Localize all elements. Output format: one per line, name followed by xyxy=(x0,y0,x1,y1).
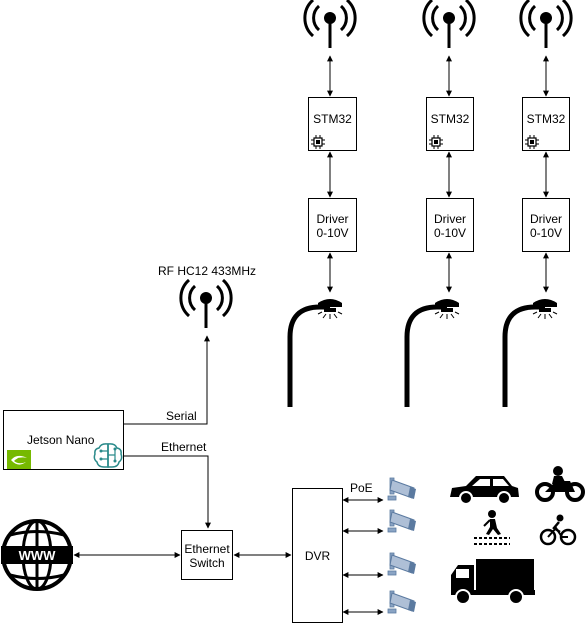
antenna-icon xyxy=(179,278,233,330)
stm32-node: STM32 xyxy=(308,97,357,151)
cctv-camera-icon xyxy=(387,509,417,533)
dvr-label: DVR xyxy=(304,549,331,563)
dvr-box: DVR xyxy=(292,488,343,623)
cctv-camera-icon xyxy=(387,552,417,576)
driver-range: 0-10V xyxy=(316,226,349,240)
driver-label: Driver xyxy=(530,212,562,226)
street-lamp-icon xyxy=(407,299,459,407)
chip-icon xyxy=(525,135,539,149)
motorcycle-icon xyxy=(535,466,585,502)
driver-node: Driver 0-10V xyxy=(426,198,474,252)
driver-range: 0-10V xyxy=(529,226,563,240)
antenna-icon xyxy=(422,0,476,50)
connector-serial xyxy=(124,335,210,425)
bicycle-icon xyxy=(539,514,577,546)
ethernet-switch-box: Ethernet Switch xyxy=(181,530,233,580)
antenna-icon xyxy=(519,0,573,50)
truck-icon xyxy=(451,559,535,605)
www-label: WWW xyxy=(19,548,57,563)
driver-range: 0-10V xyxy=(433,226,467,240)
driver-label: Driver xyxy=(316,212,349,226)
switch-label-line1: Ethernet xyxy=(184,542,230,556)
stm32-label: STM32 xyxy=(430,112,470,126)
nvidia-logo-icon xyxy=(7,450,31,469)
chip-icon xyxy=(429,135,443,149)
car-icon xyxy=(450,476,519,505)
antenna-icon xyxy=(303,0,357,50)
poe-label: PoE xyxy=(350,481,373,495)
ai-brain-icon xyxy=(93,443,123,468)
switch-label-line2: Switch xyxy=(189,556,225,570)
cctv-camera-icon xyxy=(387,477,417,501)
pedestrian-icon xyxy=(474,510,510,545)
ethernet-label: Ethernet xyxy=(161,440,207,454)
driver-node: Driver 0-10V xyxy=(522,198,570,252)
jetson-nano-box: Jetson Nano xyxy=(3,410,124,470)
chip-icon xyxy=(311,135,325,149)
stm32-label: STM32 xyxy=(313,112,352,126)
stm32-label: STM32 xyxy=(526,112,566,126)
street-lamp-icon xyxy=(505,299,557,407)
connector-ethernet xyxy=(124,455,211,529)
rf-module-label: RF HC12 433MHz xyxy=(158,264,257,278)
stm32-node: STM32 xyxy=(522,97,570,151)
driver-label: Driver xyxy=(434,212,466,226)
driver-node: Driver 0-10V xyxy=(308,198,357,252)
serial-label: Serial xyxy=(166,409,197,423)
street-lamp-icon xyxy=(290,299,342,407)
globe-www-icon: WWW xyxy=(1,519,73,591)
cctv-camera-icon xyxy=(387,590,417,614)
stm32-node: STM32 xyxy=(426,97,474,151)
jetson-title: Jetson Nano xyxy=(27,433,95,447)
